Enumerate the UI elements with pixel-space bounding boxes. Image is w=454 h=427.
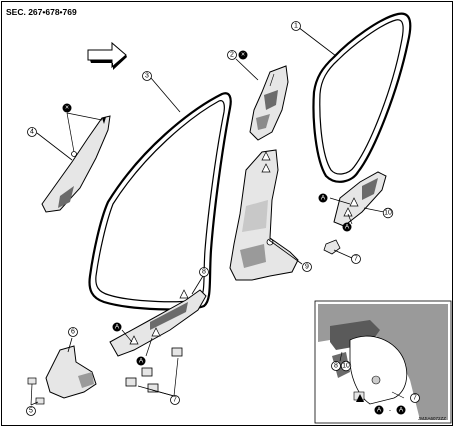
leader-line <box>329 197 351 205</box>
part-front-pillar-trim <box>41 115 111 213</box>
leader-line <box>150 77 181 113</box>
svg-text:×: × <box>241 52 245 59</box>
part-clip <box>125 347 183 393</box>
leader-line <box>137 385 175 397</box>
svg-text:2: 2 <box>230 52 234 59</box>
leader-line <box>30 401 39 406</box>
callout-2: 2 <box>227 50 237 60</box>
leader-line <box>36 132 73 161</box>
svg-text:A: A <box>321 195 326 202</box>
svg-text:10: 10 <box>384 210 392 217</box>
svg-text:A: A <box>399 407 404 414</box>
svg-text:A: A <box>115 324 120 331</box>
svg-text:8: 8 <box>334 363 338 370</box>
part-rear-door-weatherstrip <box>312 12 412 183</box>
leader-line <box>391 391 405 399</box>
leader-line <box>66 112 103 121</box>
callout-10: 10 <box>340 360 352 372</box>
leader-line <box>121 329 133 343</box>
leader-line <box>333 249 353 259</box>
svg-text:9: 9 <box>305 264 309 271</box>
callout-3: 3 <box>142 71 152 81</box>
svg-text:3: 3 <box>145 73 149 80</box>
callout-7: 7 <box>410 393 420 403</box>
svg-text:A: A <box>139 358 144 365</box>
do-not-reuse-icon: × <box>62 103 72 113</box>
marker-separator: - <box>389 408 391 414</box>
section-reference: SEC. 267•678•769 <box>6 7 77 17</box>
callout-7: 7 <box>170 395 180 405</box>
marker-a: A <box>374 405 384 415</box>
callout-7: 7 <box>351 254 361 264</box>
marker-a: A <box>136 356 146 366</box>
svg-text:1: 1 <box>294 23 298 30</box>
leader-line <box>297 26 337 57</box>
do-not-reuse-icon: × <box>238 50 248 60</box>
callout-8: 8 <box>331 361 341 371</box>
svg-text:7: 7 <box>354 256 358 263</box>
part-rear-kicking-plate <box>333 171 387 227</box>
leader-line <box>145 337 153 357</box>
part-front-kicking-plate <box>109 289 207 357</box>
svg-text:A: A <box>345 224 350 231</box>
part-dash-side-finisher <box>45 345 97 399</box>
leader-line <box>268 239 303 265</box>
leader-line <box>347 213 353 225</box>
svg-text:A: A <box>377 407 382 414</box>
inset-code: JMJIA6072ZZ <box>418 416 446 421</box>
callout-5: 5 <box>26 406 36 416</box>
svg-text:4: 4 <box>30 129 34 136</box>
svg-text:10: 10 <box>342 363 350 370</box>
callout-8: 8 <box>199 267 209 277</box>
svg-text:8: 8 <box>202 269 206 276</box>
callout-6: 6 <box>68 327 78 337</box>
leader-line <box>339 351 343 362</box>
leader-line <box>173 357 179 397</box>
callout-9: 9 <box>302 262 312 272</box>
leader-line <box>235 58 259 81</box>
marker-a: A <box>112 322 122 332</box>
leader-line <box>191 275 204 295</box>
svg-text:5: 5 <box>29 408 33 415</box>
front-direction-arrow-icon <box>87 41 127 70</box>
marker-a: A <box>396 405 406 415</box>
svg-text:×: × <box>65 105 69 112</box>
marker-a: A <box>318 193 328 203</box>
part-front-door-weatherstrip <box>88 92 232 311</box>
leader-line <box>66 112 75 153</box>
callout-4: 4 <box>27 127 37 137</box>
part-upper-trim-clip <box>249 65 289 141</box>
leader-line <box>30 383 33 406</box>
part-center-pillar-lower-trim <box>229 149 299 281</box>
svg-text:7: 7 <box>413 395 417 402</box>
callout-10: 10 <box>382 207 394 219</box>
svg-text:7: 7 <box>173 397 177 404</box>
clip-point <box>71 151 77 157</box>
leader-line <box>67 337 73 353</box>
callout-1: 1 <box>291 21 301 31</box>
svg-text:6: 6 <box>71 329 75 336</box>
leader-line <box>363 207 385 213</box>
marker-a: A <box>342 222 352 232</box>
